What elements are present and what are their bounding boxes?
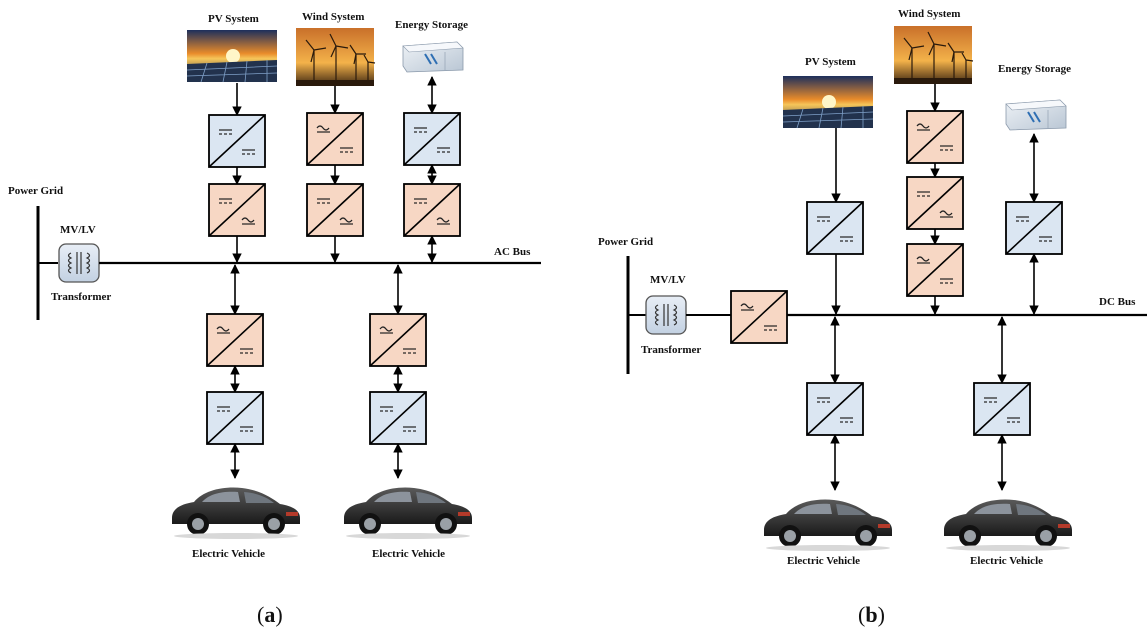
panel-b-wind-label: Wind System <box>898 8 960 20</box>
panel-a-caption: (a) <box>257 602 283 627</box>
panel-b-ev2-dcdc-converter <box>973 382 1031 436</box>
panel-a-mvlv-label: MV/LV <box>60 224 96 236</box>
panel-a-ev1-image <box>172 487 300 539</box>
panel-b-storage-image <box>999 93 1073 133</box>
panel-a-pv-dcdc-converter <box>208 114 266 168</box>
panel-b-ev1-label: Electric Vehicle <box>787 555 860 567</box>
panel-a-transformer-label: Transformer <box>51 291 111 303</box>
panel-b-wind-dc-rectifier <box>906 243 964 297</box>
panel-a-pv-label: PV System <box>208 13 259 25</box>
panel-a-ev1-dcdc-converter <box>206 391 264 445</box>
panel-a-ev2-rectifier <box>369 313 427 367</box>
panel-a-storage-inverter <box>403 183 461 237</box>
panel-a-wind-image <box>295 27 376 87</box>
panel-b-ev2-image <box>944 499 1072 551</box>
panel-a: Power Grid MV/LV Transformer AC Bus PV S… <box>8 11 541 627</box>
panel-a-storage-image <box>396 35 470 75</box>
panel-b-transformer-label: Transformer <box>641 344 701 356</box>
panel-a-power-grid-label: Power Grid <box>8 185 63 197</box>
panel-b-ev1-image <box>764 499 892 551</box>
panel-a-wind-label: Wind System <box>302 11 364 23</box>
panel-b-ev1-dcdc-converter <box>806 382 864 436</box>
panel-b-storage-dcdc-converter <box>1005 201 1063 255</box>
panel-a-ac-bus-label: AC Bus <box>494 246 531 258</box>
panel-a-pv-image <box>186 29 278 83</box>
panel-a-wind-inverter <box>306 183 364 237</box>
panel-b-caption: (b) <box>858 602 885 627</box>
panel-b-grid-rectifier <box>730 290 788 344</box>
panel-b-dc-bus-label: DC Bus <box>1099 296 1136 308</box>
panel-b-pv-label: PV System <box>805 56 856 68</box>
panel-a-ev2-image <box>344 487 472 539</box>
panel-a-ev2-label: Electric Vehicle <box>372 548 445 560</box>
panel-b-pv-image <box>782 75 874 129</box>
panel-a-pv-inverter <box>208 183 266 237</box>
panel-a-storage-label: Energy Storage <box>395 19 468 31</box>
panel-b-storage-label: Energy Storage <box>998 63 1071 75</box>
panel-b-power-grid-label: Power Grid <box>598 236 653 248</box>
panel-a-ev1-rectifier <box>206 313 264 367</box>
panel-a-transformer-icon <box>58 243 100 283</box>
panel-a-ev1-label: Electric Vehicle <box>192 548 265 560</box>
panel-a-wind-rectifier <box>306 112 364 166</box>
panel-b-wind-rectifier <box>906 110 964 164</box>
panel-b-mvlv-label: MV/LV <box>650 274 686 286</box>
panel-b-pv-dcdc-converter <box>806 201 864 255</box>
panel-a-ev2-dcdc-converter <box>369 391 427 445</box>
panel-b-ev2-label: Electric Vehicle <box>970 555 1043 567</box>
panel-a-storage-dcdc-converter <box>403 112 461 166</box>
panel-b-wind-image <box>893 25 974 85</box>
panel-b-wind-inverter <box>906 176 964 230</box>
panel-b: Power Grid MV/LV Transformer DC Bus PV S… <box>598 8 1147 627</box>
panel-b-transformer-icon <box>645 295 687 335</box>
